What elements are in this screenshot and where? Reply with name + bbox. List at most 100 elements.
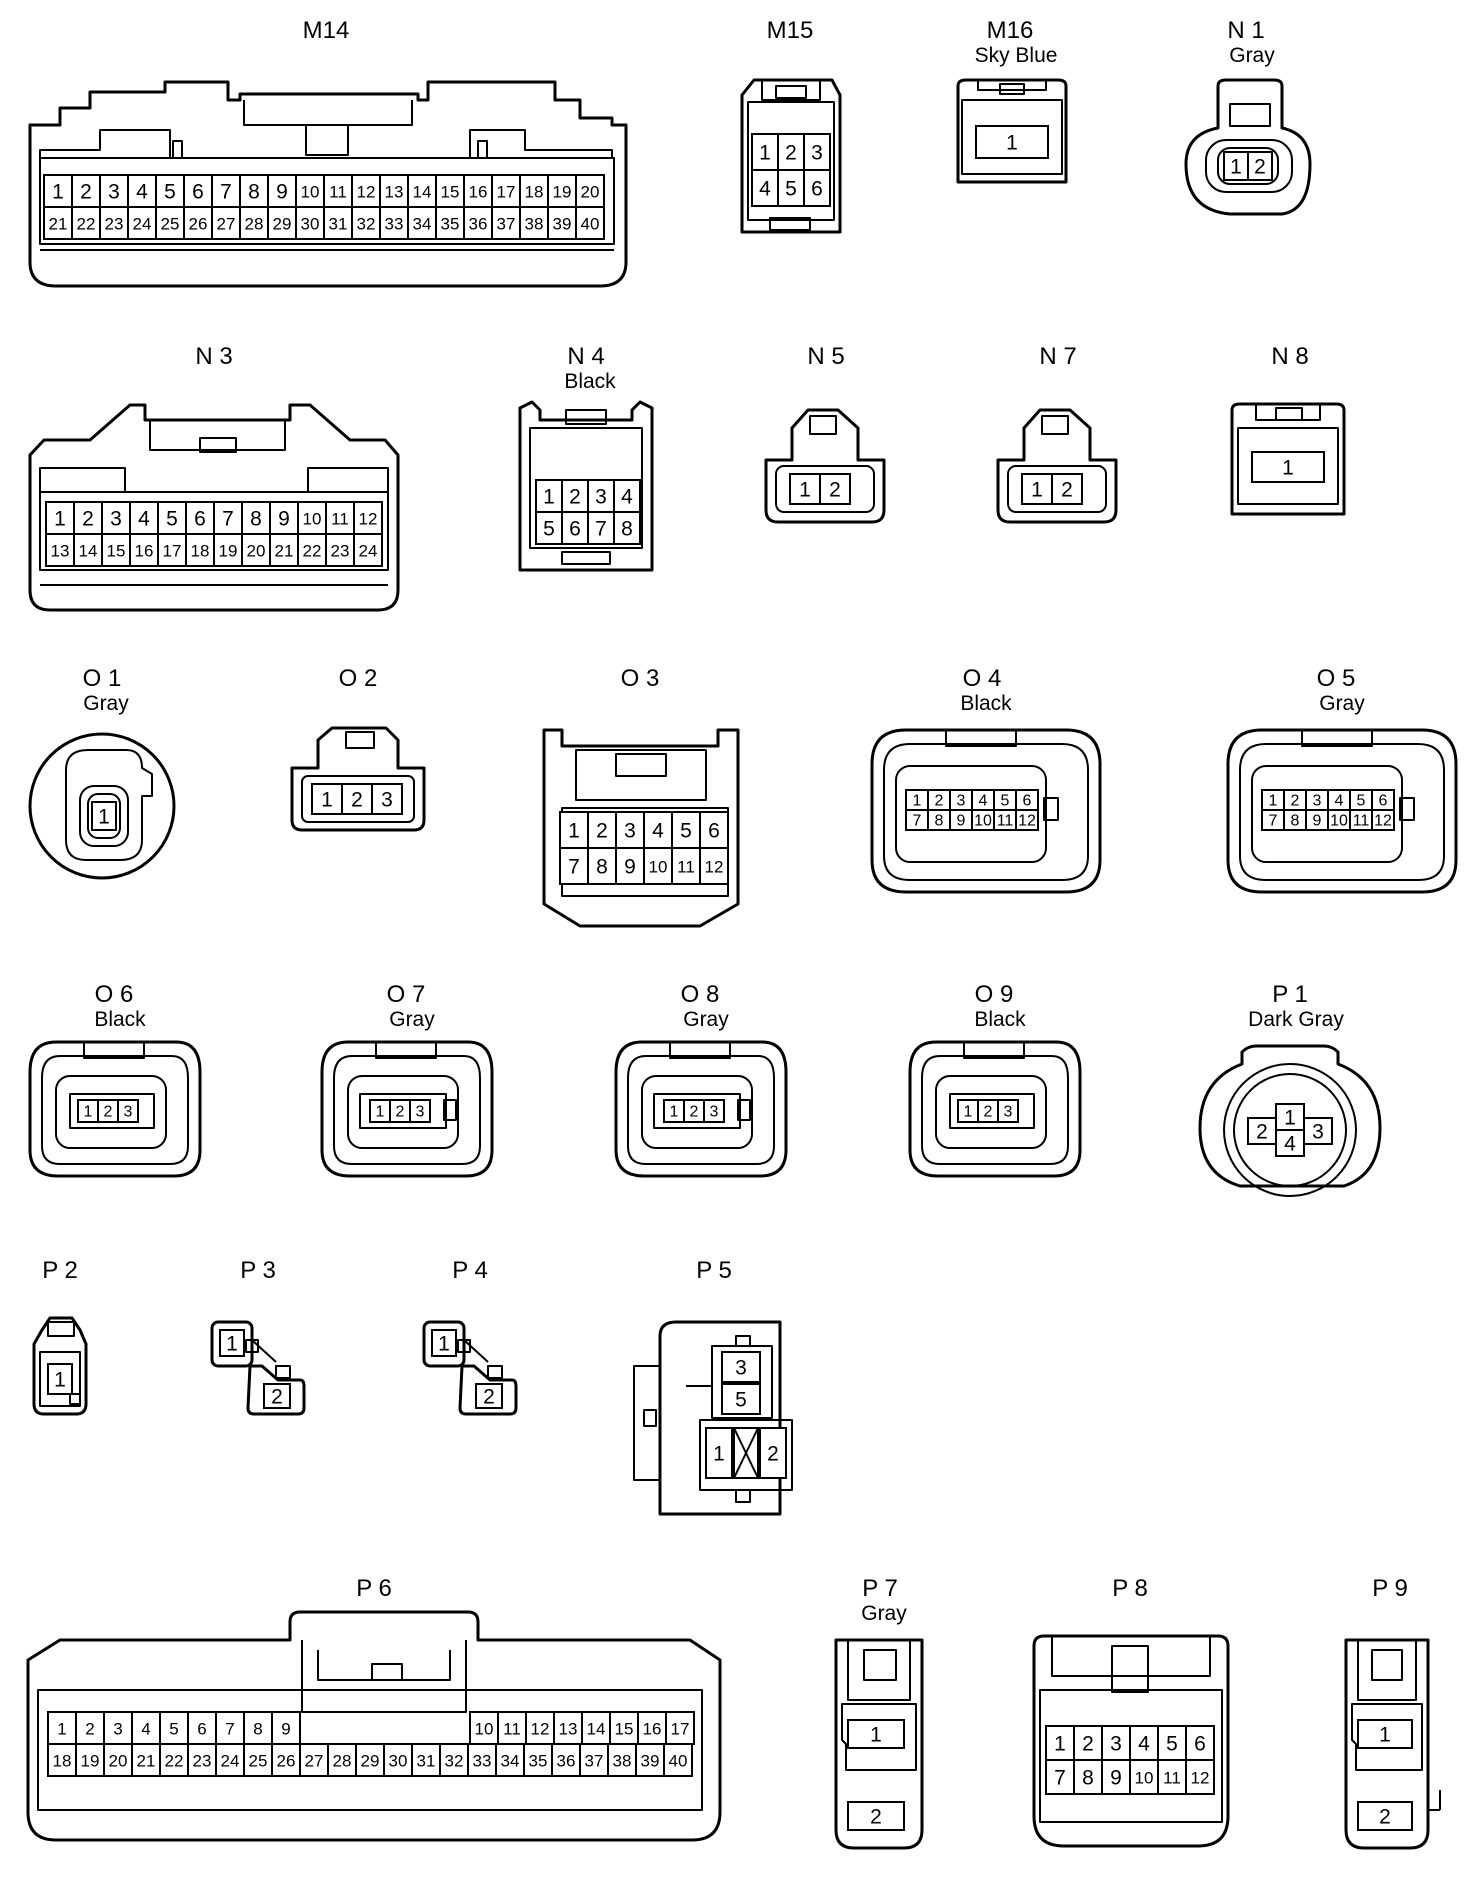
pin-number: 5: [169, 1720, 178, 1739]
pin-number: 21: [137, 1752, 156, 1771]
pin-cell: [491, 206, 521, 240]
pin-number: 6: [569, 518, 581, 541]
pin-number: 3: [957, 793, 966, 810]
pin-cell: [803, 133, 831, 171]
pin-number: 2: [396, 1104, 405, 1121]
color-o5: Gray: [1319, 692, 1365, 715]
pin-number: 1: [98, 806, 110, 829]
color-o8: Gray: [683, 1008, 729, 1031]
pin-number: 11: [997, 813, 1014, 830]
pin-number: 3: [1313, 793, 1322, 810]
pin-cell: [699, 811, 729, 849]
pin-number: 37: [585, 1752, 604, 1771]
pin-number: 26: [277, 1752, 296, 1771]
pin-number: 10: [649, 858, 668, 877]
pin-number: 1: [1379, 1724, 1391, 1747]
pin-cell: [159, 1711, 189, 1745]
connector-p3: P 3 1 2: [210, 1257, 306, 1416]
pin-number: 7: [1269, 813, 1278, 830]
pin-cell: [1223, 151, 1249, 181]
pin-number: 4: [759, 178, 771, 201]
pin-number: 3: [710, 1104, 719, 1121]
pin-number: 6: [192, 181, 204, 204]
connector-m16: M16 Sky Blue 1: [956, 17, 1068, 184]
pin-cell: [519, 174, 549, 208]
pin-number: 16: [469, 183, 488, 202]
pin-number: 12: [705, 858, 724, 877]
pin-number: 12: [359, 510, 378, 529]
pin-cell: [1021, 473, 1053, 505]
pin-cell: [703, 1099, 725, 1123]
label-m14: M14: [303, 17, 350, 44]
pin-cell: [1101, 1759, 1131, 1795]
label-n1: N 1: [1227, 17, 1264, 44]
pin-number: 6: [708, 820, 720, 843]
pin-cell: [1157, 1759, 1187, 1795]
color-p1: Dark Gray: [1248, 1008, 1344, 1031]
pin-number: 3: [811, 142, 823, 165]
pins-p4-a: 1: [431, 1329, 457, 1357]
pin-cell: [759, 1427, 787, 1479]
pin-cell: [183, 206, 213, 240]
pin-number: 5: [785, 178, 797, 201]
pin-number: 8: [1082, 1767, 1094, 1790]
pin-number: 2: [104, 1104, 113, 1121]
pin-number: 28: [245, 215, 264, 234]
pin-number: 2: [80, 181, 92, 204]
pin-number: 35: [529, 1752, 548, 1771]
pin-number: 19: [219, 542, 238, 561]
color-m16: Sky Blue: [975, 44, 1058, 67]
label-n5: N 5: [807, 343, 844, 370]
pin-number: 1: [1269, 793, 1278, 810]
pin-cell: [131, 1711, 161, 1745]
connector-p7: P 7 Gray 12: [834, 1575, 924, 1850]
pin-cell: [613, 511, 641, 545]
pin-number: 2: [1082, 1733, 1094, 1756]
pins-p9: 12: [1357, 1719, 1413, 1831]
pin-cell: [183, 174, 213, 208]
pin-cell: [475, 1383, 503, 1409]
label-o1: O 1: [83, 665, 122, 692]
pin-number: 1: [1282, 457, 1294, 480]
pin-cell: [975, 125, 1049, 159]
pin-number: 1: [1006, 132, 1018, 155]
pin-cell: [243, 1743, 273, 1777]
label-p7: P 7: [862, 1575, 898, 1602]
pin-cell: [721, 1383, 761, 1415]
pin-number: 2: [351, 789, 363, 812]
pin-number: 16: [135, 542, 154, 561]
pin-cell: [157, 533, 187, 567]
pin-number: 18: [191, 542, 210, 561]
pin-cell: [587, 479, 615, 513]
blocked-cavity-mark: [733, 1427, 759, 1479]
pin-cell: [47, 1363, 73, 1395]
pin-number: 1: [670, 1104, 679, 1121]
connector-p2: P 2 1: [32, 1257, 88, 1416]
pin-number: 10: [1330, 813, 1348, 830]
label-p4: P 4: [452, 1257, 488, 1284]
pin-number: 31: [417, 1752, 436, 1771]
pin-number: 8: [250, 508, 262, 531]
pin-cell: [323, 206, 353, 240]
pin-cell: [311, 783, 343, 815]
pins-p4-b: 2: [475, 1383, 503, 1409]
pin-cell: [491, 174, 521, 208]
pin-number: 20: [109, 1752, 128, 1771]
pin-number: 12: [1191, 1769, 1210, 1788]
color-o1: Gray: [83, 692, 129, 715]
pin-number: 6: [1379, 793, 1388, 810]
pin-number: 7: [913, 813, 922, 830]
pin-number: 2: [785, 142, 797, 165]
pin-number: 4: [141, 1720, 150, 1739]
pin-cell: [1251, 451, 1325, 483]
